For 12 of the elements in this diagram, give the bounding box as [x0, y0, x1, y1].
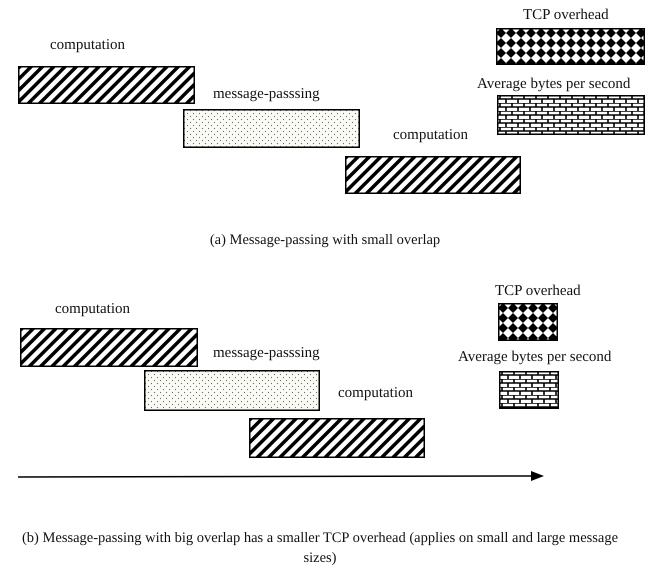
bar-label: message-passsing — [213, 85, 320, 103]
bar-label: computation — [393, 126, 468, 144]
bar-label: Average bytes per second — [477, 75, 630, 93]
panel-caption: (b) Message-passing with big overlap has a smaller TCP overhead (applies on small and large message sizes) — [20, 529, 620, 568]
bar-label: TCP overhead — [523, 6, 609, 24]
bar-label: message-passsing — [213, 344, 320, 362]
bar-label: computation — [338, 384, 413, 402]
panel-caption: (a) Message-passing with small overlap — [208, 231, 442, 250]
bar-label: computation — [55, 300, 130, 318]
bar-label: computation — [50, 36, 125, 54]
bar-label: Average bytes per second — [458, 348, 612, 366]
bar-label: TCP overhead — [495, 282, 581, 300]
